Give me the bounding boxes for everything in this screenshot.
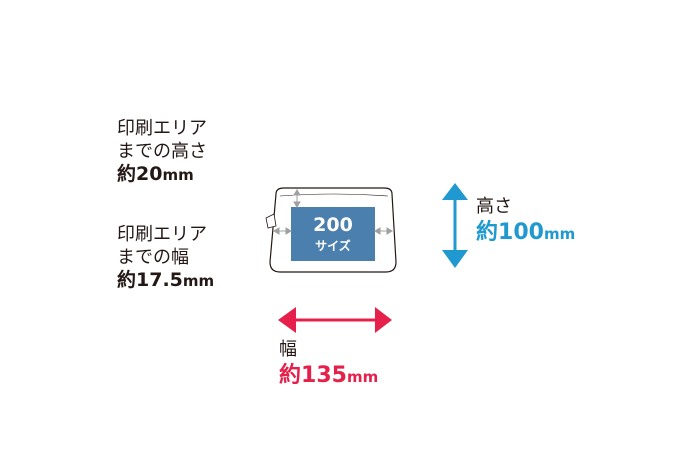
value-prefix: 約 (117, 269, 137, 291)
value-prefix: 約 (279, 362, 302, 388)
label-title: 幅 (279, 339, 297, 360)
label-side-width: 印刷エリア までの幅 約17.5mm (117, 224, 214, 293)
value-unit: mm (162, 166, 194, 184)
dim-arrow-top (293, 189, 301, 208)
label-value-row: 約20mm (117, 163, 207, 187)
value-prefix: 約 (117, 163, 137, 185)
value-unit: mm (182, 272, 215, 290)
value-number: 17.5 (136, 269, 183, 291)
value-unit: mm (346, 367, 379, 386)
label-height: 高さ 約100mm (476, 196, 575, 246)
label-title: 高さ (476, 196, 512, 217)
label-line2: までの高さ (117, 140, 207, 162)
print-size-value: 200 (313, 214, 353, 236)
dim-arrow-right (374, 227, 393, 235)
pouch-seam (279, 193, 389, 197)
height-arrow (442, 183, 468, 268)
label-value-row: 約135mm (279, 362, 378, 390)
value-unit: mm (543, 224, 576, 243)
label-line2: までの幅 (117, 246, 189, 268)
label-top-height: 印刷エリア までの高さ 約20mm (117, 118, 207, 187)
dim-arrow-left (273, 227, 292, 235)
print-area (291, 207, 375, 261)
value-number: 20 (136, 163, 163, 185)
value-number: 100 (498, 219, 544, 245)
value-prefix: 約 (476, 219, 499, 245)
print-size-unit: サイズ (315, 239, 351, 253)
width-arrow (278, 307, 392, 333)
value-number: 135 (301, 362, 347, 388)
label-value-row: 約17.5mm (117, 269, 214, 293)
pouch-zipper-pull (265, 213, 277, 229)
label-line1: 印刷エリア (117, 224, 207, 245)
label-value-row: 約100mm (476, 219, 575, 247)
label-line1: 印刷エリア (117, 118, 207, 139)
label-width: 幅 約135mm (279, 339, 378, 389)
